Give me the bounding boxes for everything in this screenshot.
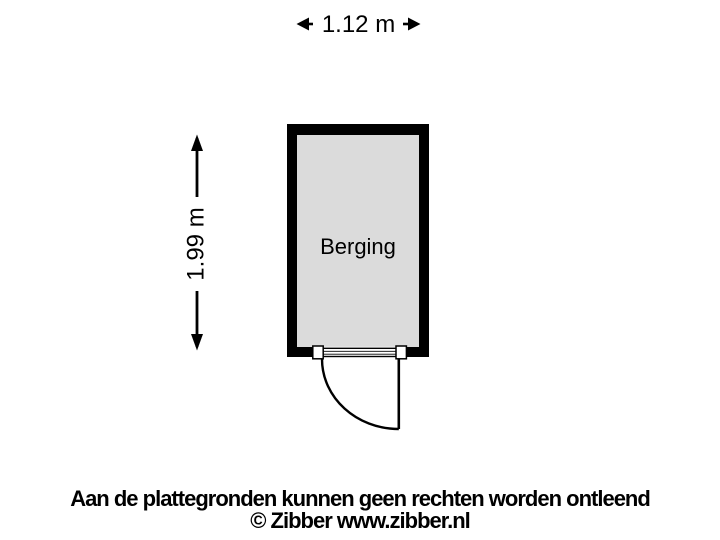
door-jamb-right [395,345,408,360]
door-jamb-left [312,345,324,360]
door-sill [312,345,408,360]
arrow-up-icon [191,134,203,151]
height-dimension-label: 1.99 m [180,197,213,291]
room-name-label: Berging [297,135,419,347]
room-walls [287,124,429,357]
width-dimension-value: 1.12 m [321,10,396,38]
arrow-left-icon [296,17,309,31]
room-floor [297,135,419,347]
width-dimension-label: 1.12 m [314,9,403,40]
width-dimension-arrows [296,17,421,31]
room-name-text: Berging [320,234,396,259]
door-swing-arc [320,358,399,431]
arrow-down-icon [191,334,203,351]
footer-copyright: © Zibber www.zibber.nl [250,508,471,533]
door-threshold [321,347,398,358]
footer-disclaimer: Aan de plattegronden kunnen geen rechten… [70,486,651,511]
arrow-right-icon [408,17,421,31]
height-dimension-value: 1.99 m [182,207,210,281]
door-swing [320,358,401,431]
